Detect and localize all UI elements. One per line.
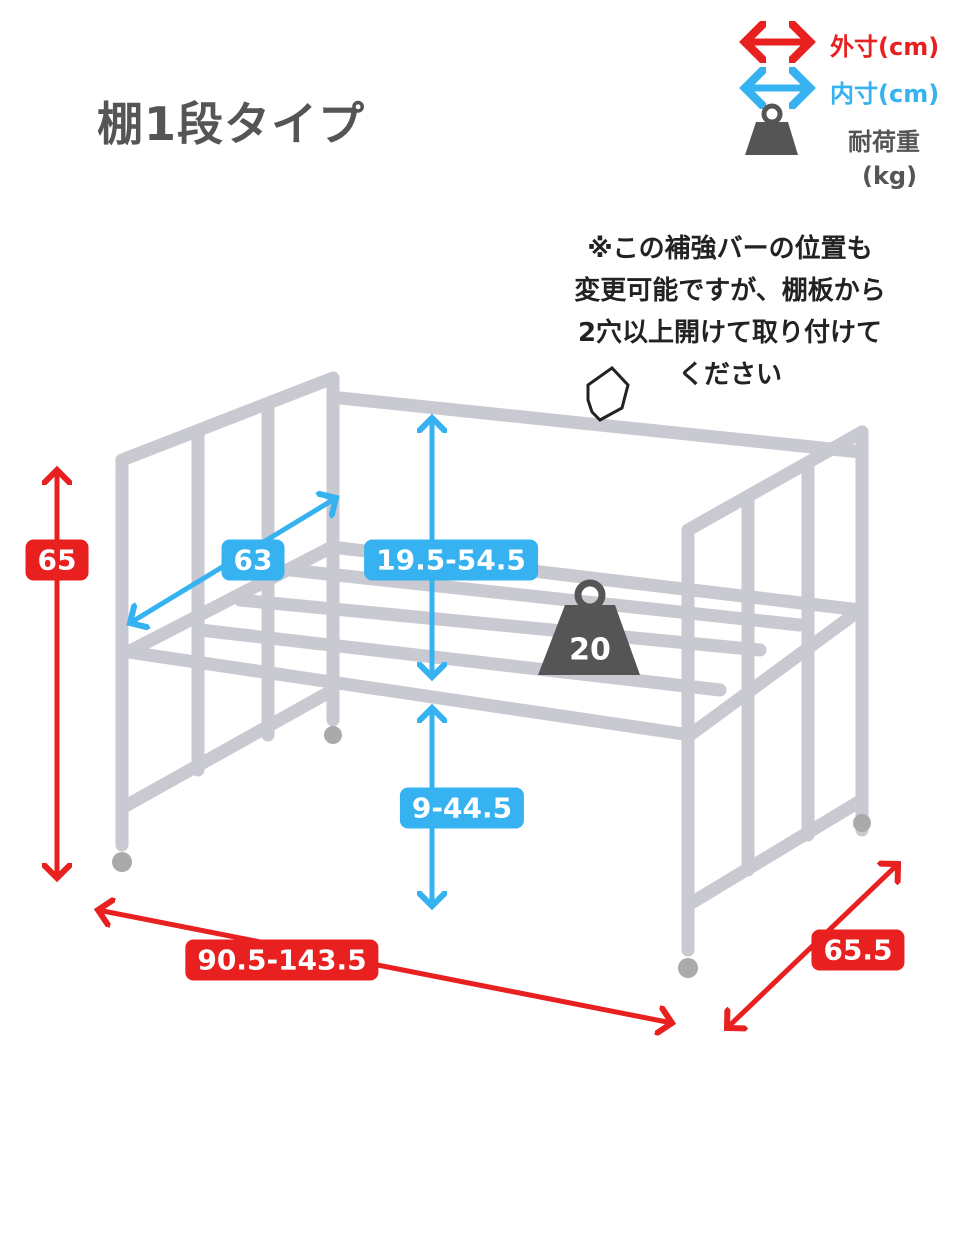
lower-clearance-label: 9-44.5 [399,787,525,829]
height-label: 65 [25,539,89,581]
caster-wheels [112,726,871,978]
legend-inner-label: 内寸(cm) [830,80,940,108]
rack-frame [115,371,869,957]
page-title: 棚1段タイプ [97,97,366,151]
legend-load-unit: (kg) [862,162,918,190]
width-arrow [98,910,672,1023]
note-line: ※この補強バーの位置も [587,234,873,264]
note-line: 変更可能ですが、棚板から [574,276,886,306]
width-label: 90.5-143.5 [185,939,379,981]
legend-outer-label: 外寸(cm) [830,33,940,61]
upper-clearance-label: 19.5-54.5 [364,539,538,581]
pointing-hand-icon [586,366,630,422]
note-line: 2穴以上開けて取り付けて [577,318,883,348]
note-line: ください [677,360,782,390]
load-capacity-value: 20 [569,632,611,668]
depth-label: 65.5 [811,929,905,971]
weight-icon [745,103,798,155]
legend-load-label: 耐荷重 [848,128,920,156]
reinforcement-note: ※この補強バーの位置も 変更可能ですが、棚板から 2穴以上開けて取り付けて くだ… [520,228,940,396]
load-weight-icon [538,579,640,675]
inner-depth-label: 63 [221,539,285,581]
